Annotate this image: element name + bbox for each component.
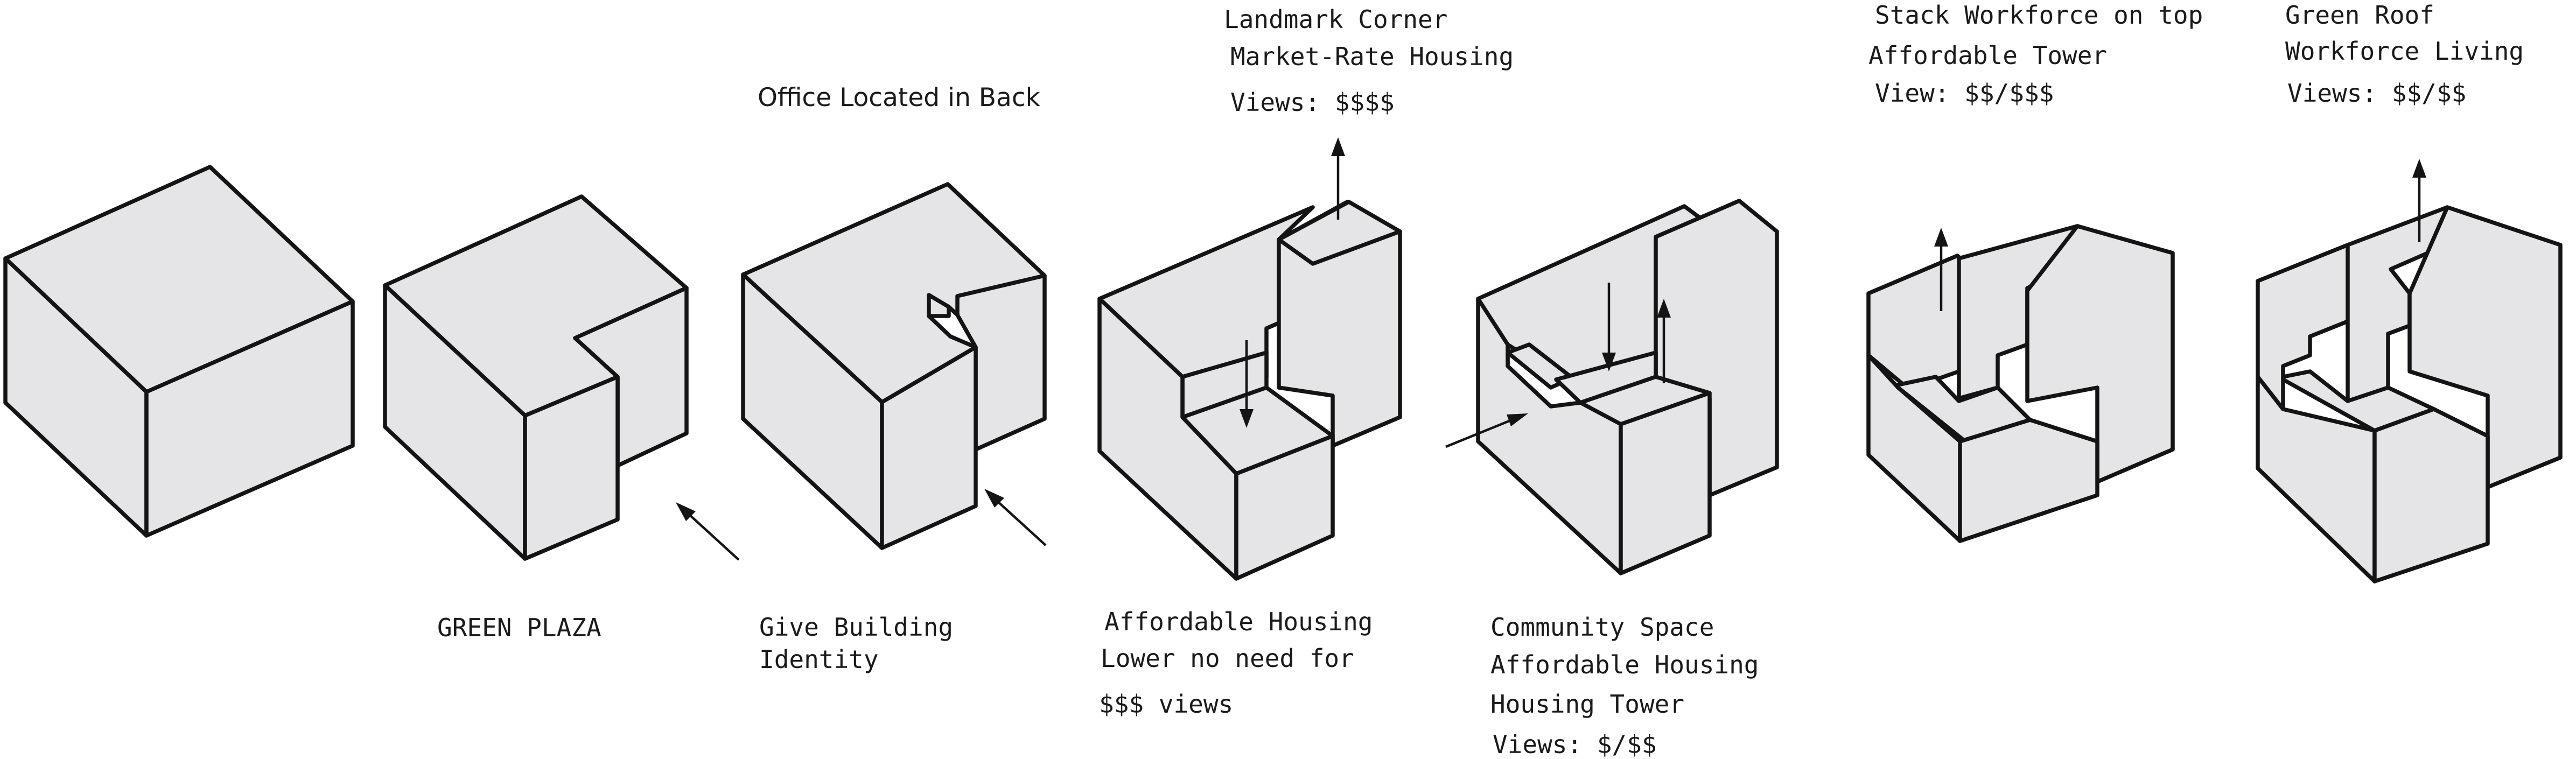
label-view-step6: View: $$/$$$: [1875, 79, 2054, 108]
label-market-rate-housing: Market-Rate Housing: [1230, 42, 1514, 71]
massing-block-5: [1476, 199, 1779, 575]
massing-block-7: [2256, 205, 2563, 584]
massing-block-2: [383, 194, 689, 561]
arrow-up-housing-tower: [1657, 299, 1671, 383]
arrow-up-workforce: [1934, 228, 1948, 311]
label-landmark-corner: Landmark Corner: [1224, 5, 1448, 34]
arrow-down-community: [1602, 283, 1616, 371]
arrow-up-market-rate: [1331, 137, 1345, 220]
massing-block-3: [741, 182, 1047, 550]
label-green-roof: Green Roof: [2285, 1, 2434, 30]
label-views-step7: Views: $$/$$: [2287, 79, 2467, 108]
arrow-into-community: [1445, 413, 1528, 448]
label-community-space: Community Space: [1490, 613, 1714, 642]
label-affordable-tower: Affordable Tower: [1868, 41, 2108, 70]
label-housing-tower: Housing Tower: [1490, 690, 1685, 719]
label-views-step4: Views: $$$$: [1230, 88, 1395, 117]
massing-block-4: [1097, 200, 1402, 581]
label-office-located-in-back: Office Located in Back: [758, 83, 1040, 113]
label-workforce-living: Workforce Living: [2285, 37, 2524, 66]
label-lower-no-need: Lower no need for: [1101, 644, 1354, 673]
label-affordable-housing-step5: Affordable Housing: [1490, 650, 1759, 679]
label-views-price: $$$ views: [1099, 690, 1234, 719]
massing-block-6: [1866, 224, 2175, 543]
label-give-building: Give Building: [759, 613, 954, 642]
massing-block-1: [3, 165, 355, 538]
arrow-down-affordable: [1240, 340, 1254, 428]
label-affordable-housing-step4: Affordable Housing: [1104, 607, 1373, 636]
arrow-green-plaza: [676, 502, 740, 561]
arrow-up-green-roof: [2412, 159, 2426, 242]
label-views-step5: Views: $/$$: [1493, 730, 1657, 759]
label-green-plaza: GREEN PLAZA: [437, 613, 601, 642]
label-identity: Identity: [759, 645, 879, 674]
label-stack-workforce: Stack Workforce on top: [1875, 1, 2203, 30]
arrow-identity: [984, 489, 1047, 546]
